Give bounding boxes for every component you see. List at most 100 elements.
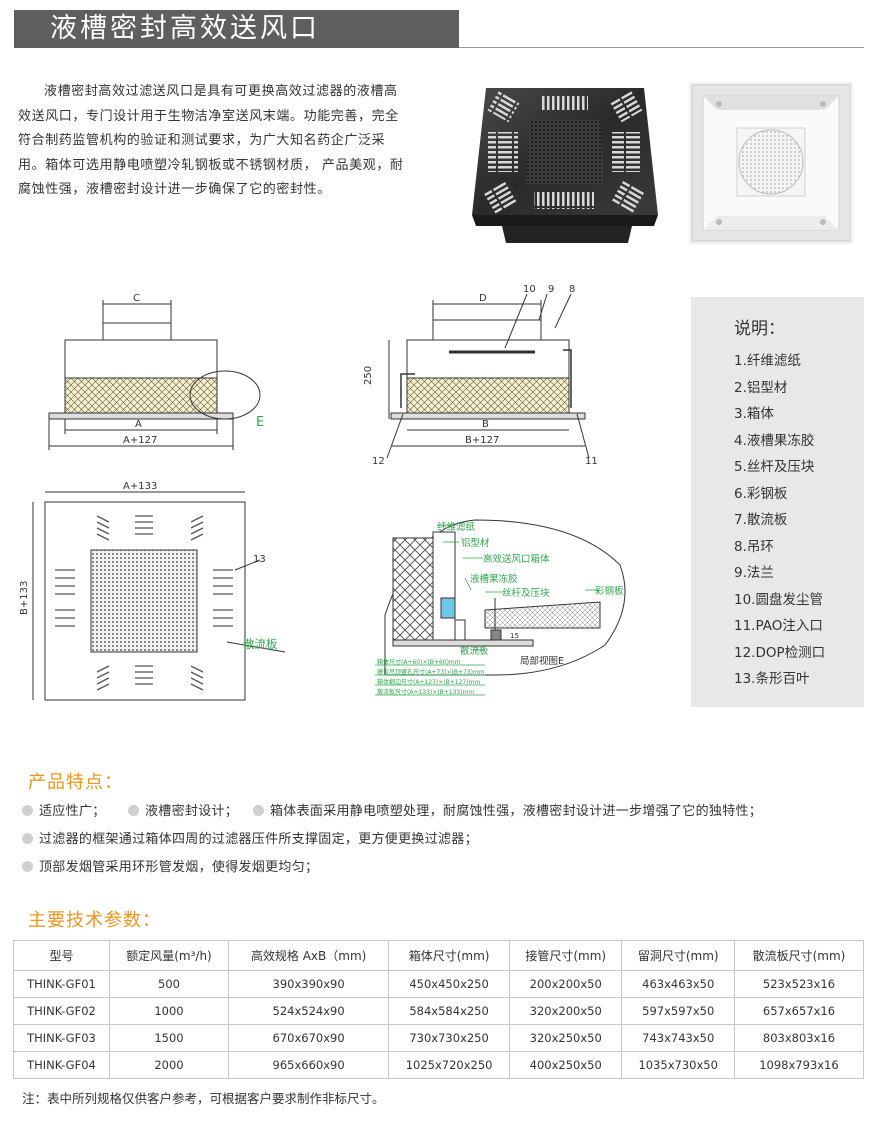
bullet-icon: [22, 805, 33, 816]
callout-13: 13: [253, 554, 266, 565]
diffuser-label: 散流板: [243, 637, 278, 651]
table-cell: 1098x793x16: [733, 1051, 865, 1079]
table-cell: 320x200x50: [508, 997, 623, 1025]
legend-item: 3.箱体: [734, 406, 774, 422]
table-cell: 803x803x16: [733, 1024, 865, 1052]
header-bar: [14, 10, 459, 48]
detail-15: 15: [510, 632, 519, 640]
table-cell: 390x390x90: [227, 970, 390, 998]
table-row: THINK-GF01 500 390x390x90 450x450x250 20…: [13, 970, 865, 998]
table-cell: 1000: [108, 997, 230, 1025]
callout-11: 11: [585, 456, 598, 467]
header-divider: [459, 47, 864, 48]
dim-250: 250: [363, 366, 374, 385]
table-cell: 1500: [108, 1024, 230, 1052]
table-cell: 965x660x90: [227, 1051, 390, 1079]
detail-alu: 铝型材: [461, 537, 490, 549]
legend-panel: [691, 297, 864, 707]
table-row: THINK-GF03 1500 670x670x90 730x730x250 3…: [13, 1024, 865, 1052]
table-cell: 2000: [108, 1051, 230, 1079]
bullet-icon: [128, 805, 139, 816]
feature-item: 箱体表面采用静电喷塑处理，耐腐蚀性强，液槽密封设计进一步增强了它的独特性；: [253, 800, 762, 819]
detail-steel: 彩钢板: [595, 585, 624, 597]
table-cell: 1025x720x250: [388, 1051, 510, 1079]
technical-drawings: C A A+127 D 10 9 8 250 B B+127 12 11 A+1…: [19, 284, 626, 701]
product-photo-white: [689, 82, 853, 244]
feature-item: 过滤器的框架通过箱体四周的过滤器压件所支撑固定，更方便更换过滤器；: [22, 828, 478, 847]
table-note: 注：表中所列规格仅供客户参考，可根据客户要求制作非标尺寸。: [22, 1091, 385, 1106]
dim-b133: B+133: [19, 581, 30, 615]
legend-item: 6.彩钢板: [734, 485, 788, 502]
legend-item: 12.DOP检测口: [734, 644, 826, 661]
legend-item: 5.丝杆及压块: [734, 459, 815, 475]
legend-item: 13.条形百叶: [734, 671, 810, 687]
bullet-icon: [22, 833, 33, 844]
table-cell: 670x670x90: [227, 1024, 390, 1052]
detail-box: 高效送风口箱体: [483, 553, 550, 565]
table-cell: 743x743x50: [621, 1024, 735, 1052]
table-cell: 657x657x16: [733, 997, 865, 1025]
col-header: 额定风量(m³/h): [108, 940, 230, 971]
specs-title: 主要技术参数：: [28, 910, 161, 931]
detail-gel: 液槽果冻胶: [470, 573, 518, 585]
detail-screw: 丝杆及压块: [502, 587, 550, 599]
dim-note-4: 散流板尺寸(A+133)×(B+133)mm: [377, 688, 474, 696]
bullet-icon: [253, 805, 264, 816]
legend-item: 2.铝型材: [734, 379, 788, 396]
dim-d: D: [479, 293, 487, 304]
table-cell: 320x250x50: [508, 1024, 623, 1052]
callout-8: 8: [569, 284, 575, 295]
dim-a: A: [135, 419, 142, 430]
legend-item: 4.液槽果冻胶: [734, 432, 815, 449]
col-header: 接管尺寸(mm): [508, 940, 623, 971]
intro-paragraph: 液槽密封高效过滤送风口是具有可更换高效过滤器的液槽高效送风口，专门设计用于生物洁…: [18, 84, 404, 197]
detail-diffuser: 散流板: [460, 645, 489, 657]
col-header: 高效规格 AxB（mm): [227, 940, 390, 971]
table-cell: 500: [108, 970, 230, 998]
table-cell: THINK-GF04: [13, 1051, 110, 1079]
callout-10: 10: [523, 284, 536, 295]
table-cell: 463x463x50: [621, 970, 735, 998]
dim-note-3: 箱体翻边尺寸(A+127)×(B+127)mm: [377, 678, 480, 686]
col-header: 散流板尺寸(mm): [733, 940, 865, 971]
table-cell: 597x597x50: [621, 997, 735, 1025]
legend-item: 9.法兰: [734, 565, 774, 581]
table-cell: 200x200x50: [508, 970, 623, 998]
table-cell: 523x523x16: [733, 970, 865, 998]
spec-table: 型号 额定风量(m³/h) 高效规格 AxB（mm) 箱体尺寸(mm) 接管尺寸…: [13, 940, 865, 1079]
dim-c: C: [133, 293, 140, 304]
detail-view-label: 局部视图E: [520, 655, 564, 667]
detail-filter: 纤维滤纸: [437, 521, 476, 533]
table-cell: 524x524x90: [227, 997, 390, 1025]
callout-9: 9: [548, 284, 554, 295]
table-cell: 400x250x50: [508, 1051, 623, 1079]
dim-a133: A+133: [123, 481, 157, 492]
table-cell: THINK-GF02: [13, 997, 110, 1025]
dim-note-1: 箱体尺寸(A+60)×(B+60)mm: [377, 658, 461, 666]
table-cell: 450x450x250: [388, 970, 510, 998]
legend-item: 7.散流板: [734, 512, 788, 528]
col-header: 留洞尺寸(mm): [621, 940, 735, 971]
legend-item: 11.PAO注入口: [734, 618, 823, 634]
callout-12: 12: [372, 456, 385, 467]
table-row: THINK-GF02 1000 524x524x90 584x584x250 3…: [13, 997, 865, 1025]
page-title: 液槽密封高效送风口: [50, 13, 320, 44]
table-cell: 584x584x250: [388, 997, 510, 1025]
dim-b127: B+127: [465, 435, 499, 446]
table-cell: THINK-GF03: [13, 1024, 110, 1052]
table-cell: THINK-GF01: [13, 970, 110, 998]
feature-item: 液槽密封设计；: [128, 800, 238, 819]
legend-item: 1.纤维滤纸: [734, 353, 801, 369]
table-cell: 730x730x250: [388, 1024, 510, 1052]
feature-item: 顶部发烟管采用环形管发烟，使得发烟更均匀；: [22, 856, 318, 875]
dim-a127: A+127: [123, 435, 157, 446]
legend-title: 说明：: [734, 319, 785, 339]
table-row: THINK-GF04 2000 965x660x90 1025x720x250 …: [13, 1051, 865, 1079]
table-header-row: 型号 额定风量(m³/h) 高效规格 AxB（mm) 箱体尺寸(mm) 接管尺寸…: [13, 940, 865, 971]
table-cell: 1035x730x50: [621, 1051, 735, 1079]
product-photo-dark: [472, 88, 658, 243]
feature-item: 适应性广；: [22, 800, 106, 819]
legend-item: 8.吊环: [734, 538, 774, 555]
col-header: 型号: [13, 940, 110, 971]
features-title: 产品特点：: [28, 772, 123, 793]
